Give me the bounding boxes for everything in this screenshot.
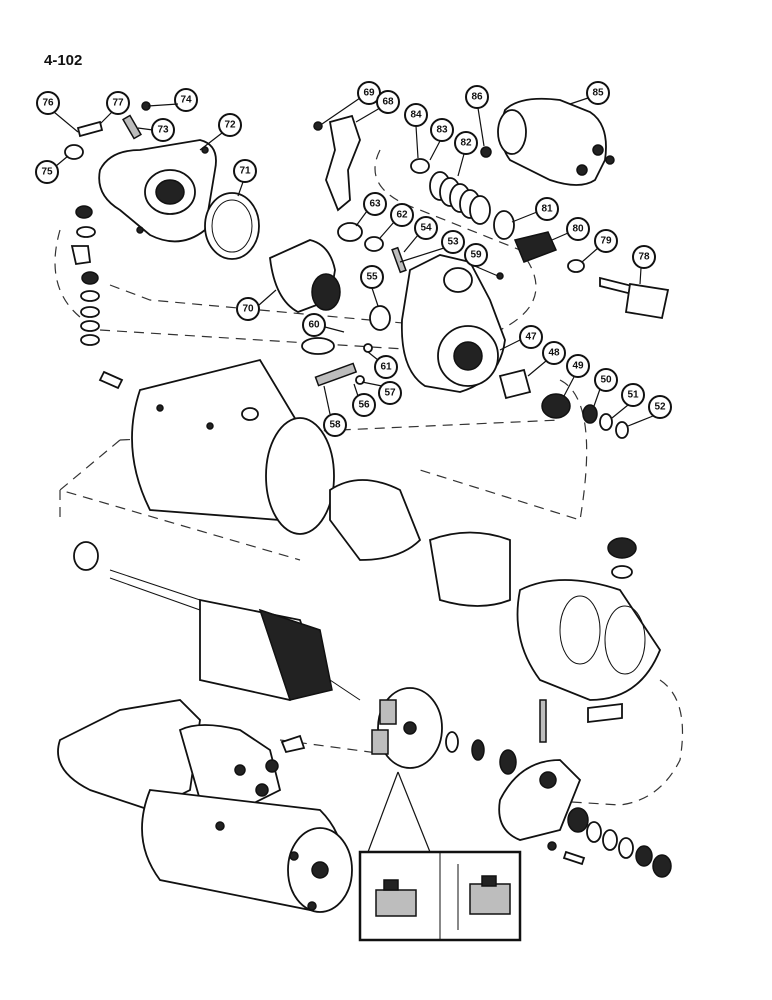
svg-text:63: 63 [369,199,381,210]
svg-text:84: 84 [410,110,422,121]
svg-text:48: 48 [548,348,560,359]
drive-pinion [269,239,341,313]
svg-text:83: 83 [436,125,448,136]
brush-holder-plate [371,687,443,769]
bushing [64,144,84,160]
pole-shoe [329,479,422,561]
callout-54: 54 [414,216,438,240]
plunger-rod [624,282,670,320]
svg-text:78: 78 [638,252,650,263]
callout-70: 70 [236,297,260,321]
callout-60: 60 [302,313,326,337]
svg-text:82: 82 [460,138,472,149]
callout-58: 58 [323,413,347,437]
svg-text:53: 53 [447,237,459,248]
leader-lines [53,97,654,427]
plunger-spring [429,171,491,225]
svg-text:76: 76 [42,98,54,109]
svg-text:85: 85 [592,88,604,99]
callout-77: 77 [106,91,130,115]
svg-text:70: 70 [242,304,254,315]
svg-text:81: 81 [541,204,553,215]
pin [122,114,142,140]
callout-73: 73 [151,118,175,142]
callout-53: 53 [441,230,465,254]
svg-text:86: 86 [471,92,483,103]
callout-85: 85 [586,81,610,105]
pole-shoe-2 [428,531,511,607]
commutator-end-frame [498,759,582,841]
callout-84: 84 [404,103,428,127]
assembled-starter [57,699,353,913]
svg-text:62: 62 [396,210,408,221]
svg-text:69: 69 [363,88,375,99]
callout-51: 51 [621,383,645,407]
callout-71: 71 [233,159,257,183]
callout-52: 52 [648,395,672,419]
callout-86: 86 [465,85,489,109]
armature [109,569,361,701]
callout-78: 78 [632,245,656,269]
callout-56: 56 [352,393,376,417]
svg-text:59: 59 [470,250,482,261]
hardware-stack-left [70,205,124,390]
svg-text:49: 49 [572,361,584,372]
callout-48: 48 [542,341,566,365]
shift-lever [325,114,361,212]
plunger [513,231,558,263]
svg-text:60: 60 [308,320,320,331]
svg-text:79: 79 [600,236,612,247]
callout-76: 76 [36,91,60,115]
callout-50: 50 [594,368,618,392]
drive-housing [98,139,217,243]
callout-82: 82 [454,131,478,155]
callout-69: 69 [357,81,381,105]
svg-text:74: 74 [180,95,192,106]
svg-text:75: 75 [41,167,53,178]
bolt [76,120,104,138]
svg-text:72: 72 [224,120,236,131]
callout-59: 59 [464,243,488,267]
svg-text:68: 68 [382,97,394,108]
svg-text:80: 80 [572,224,584,235]
field-frame-housing [131,358,335,535]
svg-text:61: 61 [380,362,392,373]
svg-text:57: 57 [384,388,396,399]
callout-68: 68 [376,90,400,114]
callouts: 76 77 74 73 75 72 71 69 68 84 83 86 85 8… [35,81,672,437]
callout-75: 75 [35,160,59,184]
svg-text:55: 55 [366,272,378,283]
svg-text:52: 52 [654,402,666,413]
svg-text:56: 56 [358,400,370,411]
svg-text:50: 50 [600,375,612,386]
svg-text:77: 77 [112,98,124,109]
brush-detail-inset [358,771,522,942]
callout-83: 83 [430,118,454,142]
callout-72: 72 [218,113,242,137]
page-number: 4-102 [44,52,83,69]
end-hardware-row [547,807,672,878]
svg-text:54: 54 [420,223,432,234]
callout-55: 55 [360,265,384,289]
callout-79: 79 [594,229,618,253]
callout-80: 80 [566,217,590,241]
callout-74: 74 [174,88,198,112]
field-coils [516,537,662,724]
svg-text:51: 51 [627,390,639,401]
callout-49: 49 [566,354,590,378]
solenoid [497,97,615,186]
callout-63: 63 [363,192,387,216]
svg-text:73: 73 [157,125,169,136]
callout-57: 57 [378,381,402,405]
svg-text:58: 58 [329,420,341,431]
nose-housing [400,254,506,393]
callout-61: 61 [374,355,398,379]
svg-text:47: 47 [525,332,537,343]
callout-62: 62 [390,203,414,227]
gasket-ring [204,192,260,260]
callout-81: 81 [535,197,559,221]
svg-text:71: 71 [239,166,251,177]
callout-47: 47 [519,325,543,349]
